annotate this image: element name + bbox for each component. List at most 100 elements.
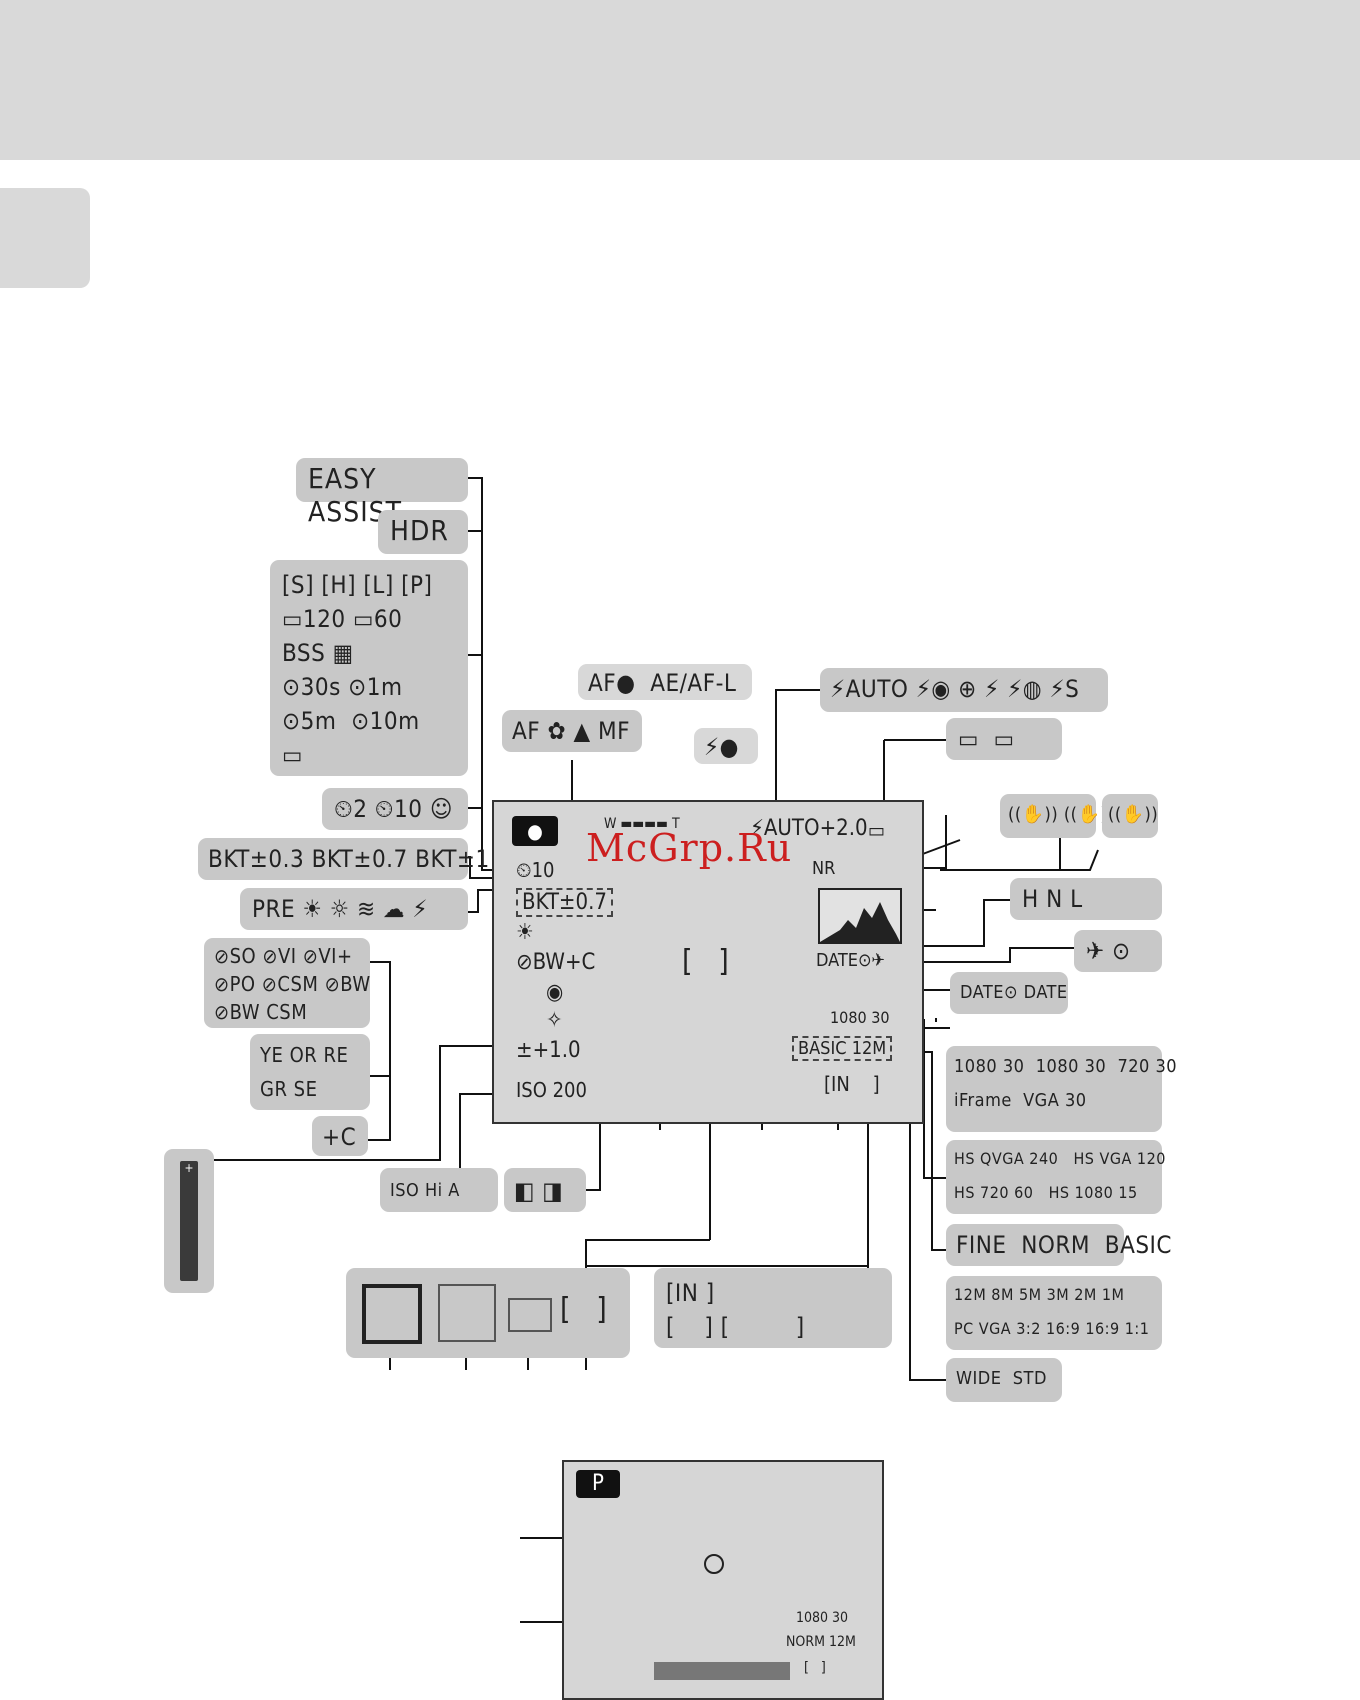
memory-indicator-2: [ ] [804, 1660, 826, 1676]
date-label: DATE⊙ DATE [960, 982, 1068, 1003]
self-timer-label: ⏲2 ⏲10 ☺ [334, 795, 453, 823]
flash-ev-indicator: ⚡AUTO+2.0 [750, 816, 868, 841]
watermark: McGrp.Ru [586, 826, 793, 870]
filter-line: GR SE [260, 1077, 318, 1101]
date-box: DATE⊙ DATE [950, 972, 1068, 1014]
battery-box: ▭ ▭ [946, 718, 1062, 760]
focus-area-icon [438, 1284, 496, 1342]
histogram [818, 888, 902, 944]
vr-label: ((✋)) ((✋)) [1008, 804, 1115, 825]
picture-control-indicator: ⊘BW+C [516, 950, 596, 975]
memory-line: [ ] [ ] [666, 1313, 805, 1341]
self-timer-box: ⏲2 ⏲10 ☺ [322, 788, 468, 830]
white-balance-box: PRE ☀ ☼ ≋ ☁ ⚡ [240, 888, 468, 930]
af-area-label: AF ✿ ▲ MF [512, 717, 631, 745]
hs-movie-line: HS 720 60 HS 1080 15 [954, 1183, 1138, 1202]
self-timer-indicator: ⏲10 [516, 858, 555, 882]
focus-area-icon [362, 1284, 422, 1344]
ev-indicator: ±+1.0 [516, 1038, 581, 1063]
eye-indicator: ◉ [546, 980, 564, 1005]
flash-mode-box: ⚡AUTO ⚡◉ ⊕ ⚡ ⚡◍ ⚡S [820, 668, 1108, 712]
continuous-line: ⊙5m ⊙10m [282, 707, 420, 735]
filter-line: YE OR RE [260, 1043, 349, 1067]
movie-indicator-2: 1080 30 [796, 1610, 849, 1626]
picture-control-line: ⊘PO ⊘CSM ⊘BW [214, 972, 371, 996]
continuous-line: BSS ▦ [282, 639, 354, 667]
flash-ready-label: ⚡● [704, 733, 740, 761]
shooting-mode-icon: ● [512, 816, 558, 846]
histogram-graph [820, 902, 900, 942]
exposure-scale: + [180, 1161, 198, 1281]
focus-area-icon [508, 1298, 552, 1332]
header-band [0, 0, 1360, 160]
hs-movie-line: HS QVGA 240 HS VGA 120 [954, 1149, 1166, 1168]
iso-indicator: ISO 200 [516, 1078, 587, 1102]
picture-control-line: ⊘BW CSM [214, 1000, 308, 1024]
easy-assist-box: EASY ASSIST [296, 458, 468, 528]
zoom-indicator: W ▬▬▬▬ T [604, 816, 680, 832]
monitor-screen: ● W ▬▬▬▬ T ⚡AUTO+2.0 ▭ ⏲10 BKT±0.7 ☀ ⊘BW… [492, 800, 924, 1124]
movie-options-box: 1080 30 1080 30 720 30 iFrame VGA 30 [946, 1046, 1178, 1132]
quality-box: FINE NORM BASIC [946, 1224, 1173, 1266]
sparkle-indicator: ✧ [546, 1008, 563, 1033]
focus-area-box: [ ] [346, 1268, 630, 1358]
image-size-box: 12M 8M 5M 3M 2M 1M PC VGA 3:2 16:9 16:9 … [946, 1276, 1162, 1350]
iso-label: ISO Hi A [390, 1180, 460, 1201]
focus-bracket: [ ] [560, 1292, 607, 1327]
focus-area-indicator: [ ] [682, 944, 729, 979]
progress-bar [654, 1662, 790, 1680]
nr-indicator: NR [812, 858, 836, 879]
quality-label: FINE NORM BASIC [956, 1231, 1173, 1259]
continuous-box: [S] [H] [L] [P] ▭120 ▭60 BSS ▦ ⊙30s ⊙1m … [270, 560, 468, 776]
quality-indicator: BASIC 12M [792, 1036, 893, 1061]
exposure-meter: + [164, 1149, 214, 1293]
picture-control-line: ⊘SO ⊘VI ⊘VI+ [214, 944, 353, 968]
movie-vr-label: ◧ ◨ [514, 1177, 564, 1205]
hdr-label: HDR [390, 514, 449, 547]
continuous-line: ▭120 ▭60 [282, 605, 403, 633]
movie-option-line: 1080 30 1080 30 720 30 [954, 1056, 1178, 1077]
battery-indicator: ▭ [868, 818, 886, 842]
focus-point-icon [704, 1554, 724, 1574]
side-tab [0, 188, 90, 288]
plus-c-box: +C [312, 1116, 368, 1156]
program-mode-icon: P [576, 1470, 620, 1498]
motion-label: ((✋)) [1108, 804, 1159, 825]
quality-indicator-2: NORM 12M [786, 1634, 856, 1650]
bracketing-box: BKT±0.3 BKT±0.7 BKT±1.0 [198, 838, 512, 880]
date-indicator: DATE⊙✈ [816, 950, 886, 971]
bracketing-label: BKT±0.3 BKT±0.7 BKT±1.0 [208, 845, 512, 873]
iso-box: ISO Hi A [380, 1168, 498, 1212]
monitor-screen-2: P 1080 30 NORM 12M [ ] [562, 1460, 884, 1700]
image-size-line: PC VGA 3:2 16:9 16:9 1:1 [954, 1319, 1150, 1338]
active-d-box: H N L [1010, 878, 1162, 920]
af-area-box: AF ✿ ▲ MF [502, 710, 642, 752]
flash-ready-box: ⚡● [694, 728, 758, 764]
white-balance-label: PRE ☀ ☼ ≋ ☁ ⚡ [252, 895, 429, 923]
vr-box: ((✋)) ((✋)) [1000, 794, 1115, 838]
af-lock-label: AF● AE/AF-L [588, 669, 737, 697]
hs-movie-box: HS QVGA 240 HS VGA 120 HS 720 60 HS 1080… [946, 1140, 1166, 1214]
plus-c-label: +C [322, 1123, 357, 1151]
memory-line: [IN ] [666, 1279, 715, 1307]
bracket-indicator: BKT±0.7 [516, 888, 613, 917]
continuous-line: ▭ [282, 741, 303, 769]
af-lock-box: AF● AE/AF-L [578, 664, 752, 700]
continuous-line: ⊙30s ⊙1m [282, 673, 403, 701]
continuous-line: [S] [H] [L] [P] [282, 571, 433, 599]
travel-label: ✈ ⊙ [1086, 937, 1131, 965]
memory-box: [IN ] [ ] [ ] [654, 1268, 892, 1348]
active-d-label: H N L [1022, 885, 1083, 913]
motion-box: ((✋)) [1102, 794, 1158, 838]
movie-vr-box: ◧ ◨ [504, 1168, 586, 1212]
wide-std-label: WIDE STD [956, 1368, 1047, 1389]
flash-mode-label: ⚡AUTO ⚡◉ ⊕ ⚡ ⚡◍ ⚡S [830, 675, 1080, 703]
movie-option-line: iFrame VGA 30 [954, 1090, 1087, 1111]
wide-std-box: WIDE STD [946, 1358, 1062, 1402]
filter-box: YE OR RE GR SE [250, 1034, 370, 1110]
movie-indicator: 1080 30 [830, 1008, 890, 1027]
memory-indicator: [IN ] [824, 1072, 880, 1096]
battery-label: ▭ ▭ [958, 725, 1015, 753]
travel-box: ✈ ⊙ [1074, 930, 1162, 972]
picture-control-box: ⊘SO ⊘VI ⊘VI+ ⊘PO ⊘CSM ⊘BW ⊘BW CSM [204, 938, 370, 1028]
